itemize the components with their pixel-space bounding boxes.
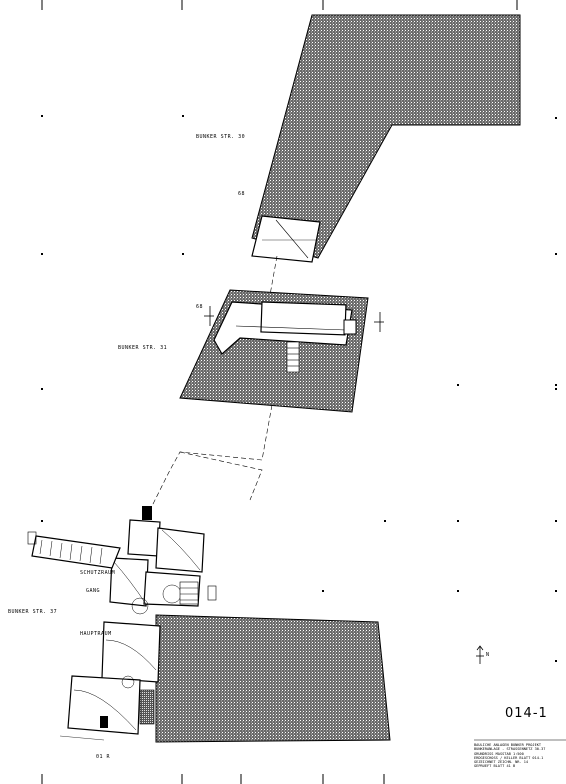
- grid-ticks: [41, 0, 518, 784]
- title-block: BAULICHE ANLAGEN BUNKER PROJEKT BUNKERAN…: [474, 743, 566, 769]
- stair-middle: [286, 341, 300, 373]
- label-room-c: HAUPTRAUM: [80, 631, 112, 637]
- title-block-line: ERDGESCHOSS / KELLER BLATT 014-1: [474, 755, 544, 760]
- stair-lower: [179, 581, 199, 605]
- label-bunker-lower: BUNKER STR. 37: [8, 609, 58, 615]
- label-room-b: GANG: [86, 588, 101, 594]
- bunker-lower-block: [155, 614, 391, 743]
- corridor-hatch: [39, 539, 103, 565]
- bunker-upper-block: [251, 14, 521, 259]
- grid-crosses: [41, 115, 557, 662]
- connector-lines: [134, 255, 278, 541]
- label-room-a: SCHUTZRAUM: [80, 570, 116, 576]
- label-dim-68: 68: [238, 191, 246, 197]
- bunker-upper-room: [251, 215, 321, 263]
- title-block-line: GRUNDRISS MASSTAB 1:500: [474, 751, 524, 756]
- title-block-line: BAULICHE ANLAGEN BUNKER PROJEKT: [474, 743, 542, 747]
- sheet-number: 014-1: [505, 706, 548, 721]
- label-corner: 01 R: [96, 754, 111, 760]
- label-north: N: [486, 652, 490, 658]
- title-block-line: GEZEICHNET ZEICHN. NR. 14: [474, 760, 529, 765]
- title-block-line: GEPRUEFT BLATT 41 B: [474, 764, 516, 769]
- label-dim-68b: 68: [196, 304, 204, 310]
- north-arrow-icon: [476, 645, 484, 664]
- label-bunker-upper: BUNKER STR. 30: [196, 134, 246, 140]
- label-bunker-middle: BUNKER STR. 31: [118, 345, 168, 351]
- title-block-line: BUNKERANLAGE - STRASSENNETZ 30-37: [474, 747, 546, 752]
